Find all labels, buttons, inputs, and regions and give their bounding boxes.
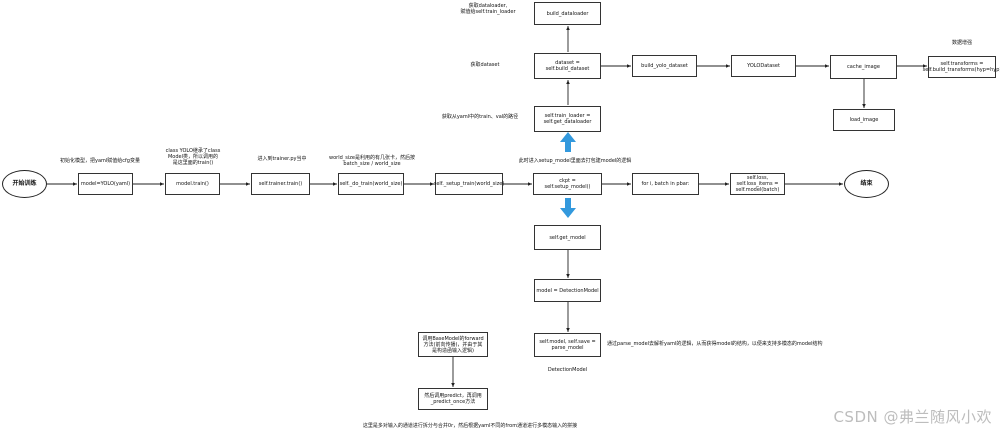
build-dataset-node: dataset = self.build_dataset: [534, 53, 601, 79]
note-parse-model: 通过parse_model去解析yaml的逻辑，从而获得model的结构，以便来…: [607, 341, 823, 347]
model-train-node: model.train(): [165, 173, 220, 195]
do-train-node: self._do_train(world_size): [338, 173, 404, 195]
parse-model-node: self.model, self.save = parse_model: [534, 333, 601, 357]
note-yaml-path: 获取从yaml中的train、val的路径: [441, 114, 519, 120]
end-node: 结束: [844, 170, 889, 198]
note-setup-model: 此时进入setup_model里面去打包建model的逻辑: [518, 158, 632, 164]
note-detection-model: DetectionModel: [547, 367, 588, 373]
start-node: 开始训练: [2, 170, 47, 198]
blue-up-arrow-icon: [560, 132, 576, 152]
note-get-dataloader: 获取dataloader, 赋值给self.train_loader: [460, 3, 516, 15]
note-world-size: world_size是利用的有几张卡，然后按 batch_size / worl…: [329, 155, 415, 167]
basemodel-forward-node: 调用BaseModel的forward 方法(前向传播)，并由于其 是构造函输入…: [418, 332, 488, 357]
build-yolo-dataset-node: build_yolo_dataset: [632, 55, 697, 77]
detection-model-node: model = DetectionModel: [534, 279, 601, 302]
blue-down-arrow-icon: [560, 198, 576, 218]
watermark: CSDN @弗兰随风小欢: [833, 408, 992, 426]
note-enter-trainer: 进入到trainer.py当中: [257, 156, 307, 162]
yolodataset-node: YOLODataset: [731, 55, 796, 77]
transforms-node: self.transforms = self.build_transforms(…: [923, 56, 1000, 78]
get-model-node: self.get_model: [534, 225, 601, 250]
setup-model-node: ckpt = self.setup_model(): [533, 173, 602, 195]
cache-image-node: cache_image: [830, 55, 897, 79]
build-dataloader-node: build_dataloader: [534, 2, 601, 25]
loss-node: self.loss, self.loss_items = self.model(…: [730, 173, 785, 195]
note-data-augmentation: 数据增强: [951, 40, 972, 46]
note-bottom: 这里是多对输入的通道进行拆分与合并0r，然后根据yaml不同的from通道进行多…: [362, 423, 578, 429]
train-loader-node: self.train_loader = self.get_dataloader: [534, 106, 601, 132]
setup-train-node: self._setup_train(world_size): [434, 173, 504, 195]
note-class-yolo: class YOLO继承了class Model类，所以调用的 是这里面的tra…: [165, 148, 221, 166]
note-get-dataset: 获取dataset: [470, 62, 500, 68]
predict-once-node: 然后调用predict，再调用 _predict_once方法: [418, 388, 488, 410]
trainer-train-node: self.trainer.train(): [251, 173, 310, 195]
for-batch-node: for i, batch in pbar:: [632, 173, 699, 195]
note-init-model: 初始化模型，把yaml赋值给cfg变量: [60, 158, 140, 164]
load-image-node: load_image: [833, 109, 895, 131]
model-yolo-node: model=YOLO(yaml): [78, 173, 133, 195]
